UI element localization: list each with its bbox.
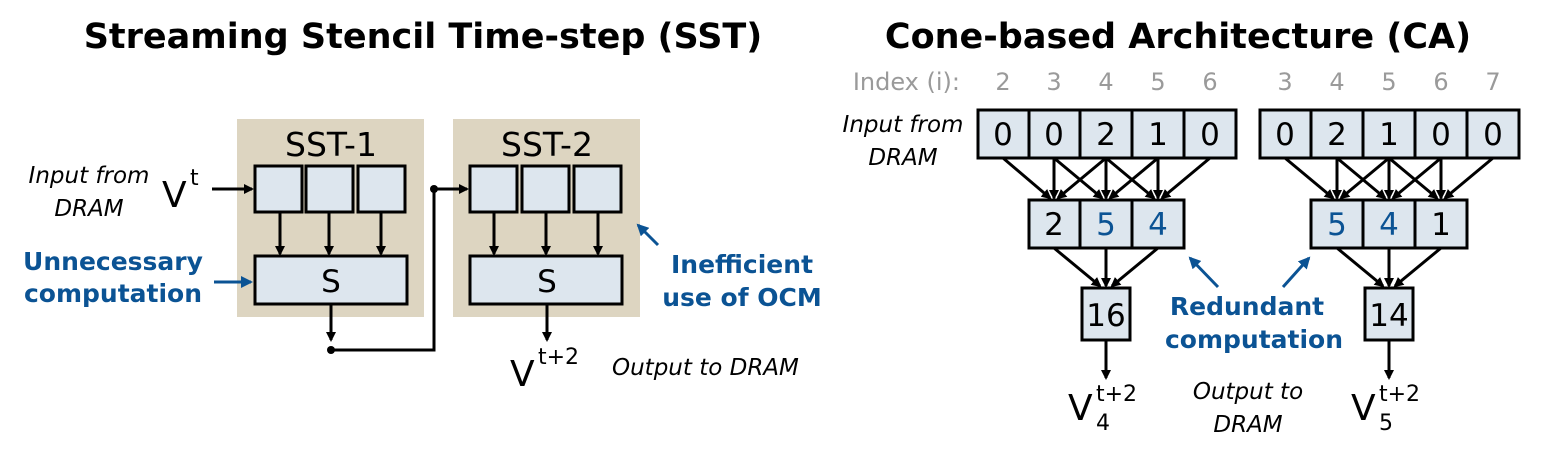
ca-input-cell bbox=[1130, 108, 1186, 160]
sst-output-sup: t+2 bbox=[538, 345, 579, 370]
ca-mid-value-redundant: 5 bbox=[1096, 207, 1116, 243]
ca-arrow bbox=[1284, 156, 1335, 200]
sst-output-label: Output to DRAM bbox=[612, 355, 799, 381]
ca-input-cell bbox=[1258, 108, 1313, 160]
redundant-arrow-left bbox=[1188, 256, 1220, 289]
ca-title: Cone-based Architecture (CA) bbox=[885, 17, 1471, 57]
ca-arrow bbox=[1056, 156, 1107, 200]
ca-output-cell bbox=[1080, 286, 1132, 342]
ca-mid-cell bbox=[1413, 198, 1469, 250]
ca-output-label-line1: Output to bbox=[1193, 379, 1303, 405]
index-value: 7 bbox=[1485, 68, 1500, 96]
ocm-label-line2: use of OCM bbox=[662, 283, 822, 312]
sst-input-sup: t bbox=[190, 166, 199, 191]
sst-input-label-line1: Input from bbox=[29, 163, 150, 189]
ca-arrow bbox=[1391, 156, 1442, 200]
sst-connector-line bbox=[331, 189, 436, 352]
index-value: 4 bbox=[1329, 68, 1344, 96]
ca-input-value: 0 bbox=[1044, 117, 1064, 153]
ca-right-output-sub: 5 bbox=[1379, 411, 1393, 436]
ca-input-value: 0 bbox=[1200, 117, 1220, 153]
ca-arrow bbox=[1339, 156, 1390, 200]
ca-arrow bbox=[1110, 246, 1159, 288]
ca-left-output-var: V bbox=[1068, 388, 1093, 429]
ca-arrow bbox=[1388, 156, 1439, 200]
ca-arrow bbox=[1105, 156, 1156, 200]
ca-mid-cell bbox=[1130, 198, 1186, 250]
ca-mid-value: 2 bbox=[1044, 207, 1064, 243]
unnecessary-label-line1: Unnecessary bbox=[23, 247, 203, 276]
sst2-label: SST-2 bbox=[501, 125, 593, 164]
ca-left-output-sup: t+2 bbox=[1096, 382, 1137, 407]
sst-output-var: V bbox=[510, 354, 535, 395]
ca-input-value: 1 bbox=[1379, 117, 1399, 153]
index-value: 5 bbox=[1150, 68, 1165, 96]
redundant-arrow-right bbox=[1281, 256, 1311, 289]
ocm-arrow bbox=[636, 223, 660, 247]
redundant-label-line1: Redundant bbox=[1170, 292, 1324, 321]
ca-mid-value-redundant: 5 bbox=[1327, 207, 1347, 243]
ca-left-output-sub: 4 bbox=[1096, 411, 1110, 436]
ca-output-label-line2: DRAM bbox=[1213, 412, 1282, 438]
index-value: 4 bbox=[1098, 68, 1113, 96]
ca-mid-value-redundant: 4 bbox=[1148, 207, 1168, 243]
index-value: 3 bbox=[1046, 68, 1061, 96]
sst-input-var: V bbox=[162, 175, 187, 216]
ca-output-cell bbox=[1363, 286, 1415, 342]
ca-input-value: 2 bbox=[1327, 117, 1347, 153]
ca-input-value: 1 bbox=[1148, 117, 1168, 153]
index-value: 2 bbox=[995, 68, 1010, 96]
ca-arrow bbox=[1160, 156, 1211, 200]
sst2-buffer-cell bbox=[520, 164, 571, 214]
ca-input-value: 0 bbox=[1483, 117, 1503, 153]
unnecessary-label-line2: computation bbox=[24, 279, 202, 308]
ca-arrow bbox=[1053, 246, 1102, 288]
ca-arrow bbox=[1336, 156, 1387, 200]
ocm-label-line1: Inefficient bbox=[671, 250, 813, 279]
ca-input-label-line1: Input from bbox=[843, 112, 964, 138]
ca-arrow bbox=[1336, 246, 1385, 288]
ca-output-value: 14 bbox=[1369, 298, 1408, 334]
ca-right-output-var: V bbox=[1351, 388, 1376, 429]
index-value: 6 bbox=[1433, 68, 1448, 96]
ca-right-output-sup: t+2 bbox=[1379, 382, 1420, 407]
sst-input-label-line2: DRAM bbox=[54, 196, 123, 222]
index-value: 3 bbox=[1277, 68, 1292, 96]
sst-title: Streaming Stencil Time-step (SST) bbox=[84, 17, 763, 57]
sst2-stencil-unit bbox=[468, 254, 624, 306]
ca-arrow bbox=[1108, 156, 1159, 200]
ca-input-cell bbox=[1182, 108, 1238, 160]
redundant-label-line2: computation bbox=[1165, 325, 1343, 354]
ca-mid-value-redundant: 4 bbox=[1379, 207, 1399, 243]
ca-input-value: 0 bbox=[993, 117, 1013, 153]
sst2-buffer-cell bbox=[572, 164, 623, 214]
index-value: 5 bbox=[1381, 68, 1396, 96]
sst1-buffer-cell bbox=[253, 164, 304, 214]
sst2-buffer-cell bbox=[468, 164, 519, 214]
ca-input-value: 0 bbox=[1431, 117, 1451, 153]
sst2-stencil-label: S bbox=[537, 264, 557, 300]
ca-arrow bbox=[1053, 156, 1104, 200]
index-value: 6 bbox=[1202, 68, 1217, 96]
ca-input-value: 2 bbox=[1096, 117, 1116, 153]
ca-input-label-line2: DRAM bbox=[868, 145, 937, 171]
ca-mid-value: 1 bbox=[1431, 207, 1451, 243]
sst1-label: SST-1 bbox=[285, 125, 377, 164]
ca-arrow bbox=[1393, 246, 1442, 288]
ca-output-value: 16 bbox=[1086, 298, 1125, 334]
ca-arrow bbox=[1443, 156, 1494, 200]
sst1-buffer-cell bbox=[304, 164, 355, 214]
index-label: Index (i): bbox=[853, 68, 960, 96]
ca-arrow bbox=[1002, 156, 1052, 200]
ca-input-value: 0 bbox=[1275, 117, 1295, 153]
sst1-buffer-cell bbox=[356, 164, 407, 214]
sst1-stencil-label: S bbox=[321, 264, 341, 300]
ca-input-cell bbox=[1361, 108, 1417, 160]
